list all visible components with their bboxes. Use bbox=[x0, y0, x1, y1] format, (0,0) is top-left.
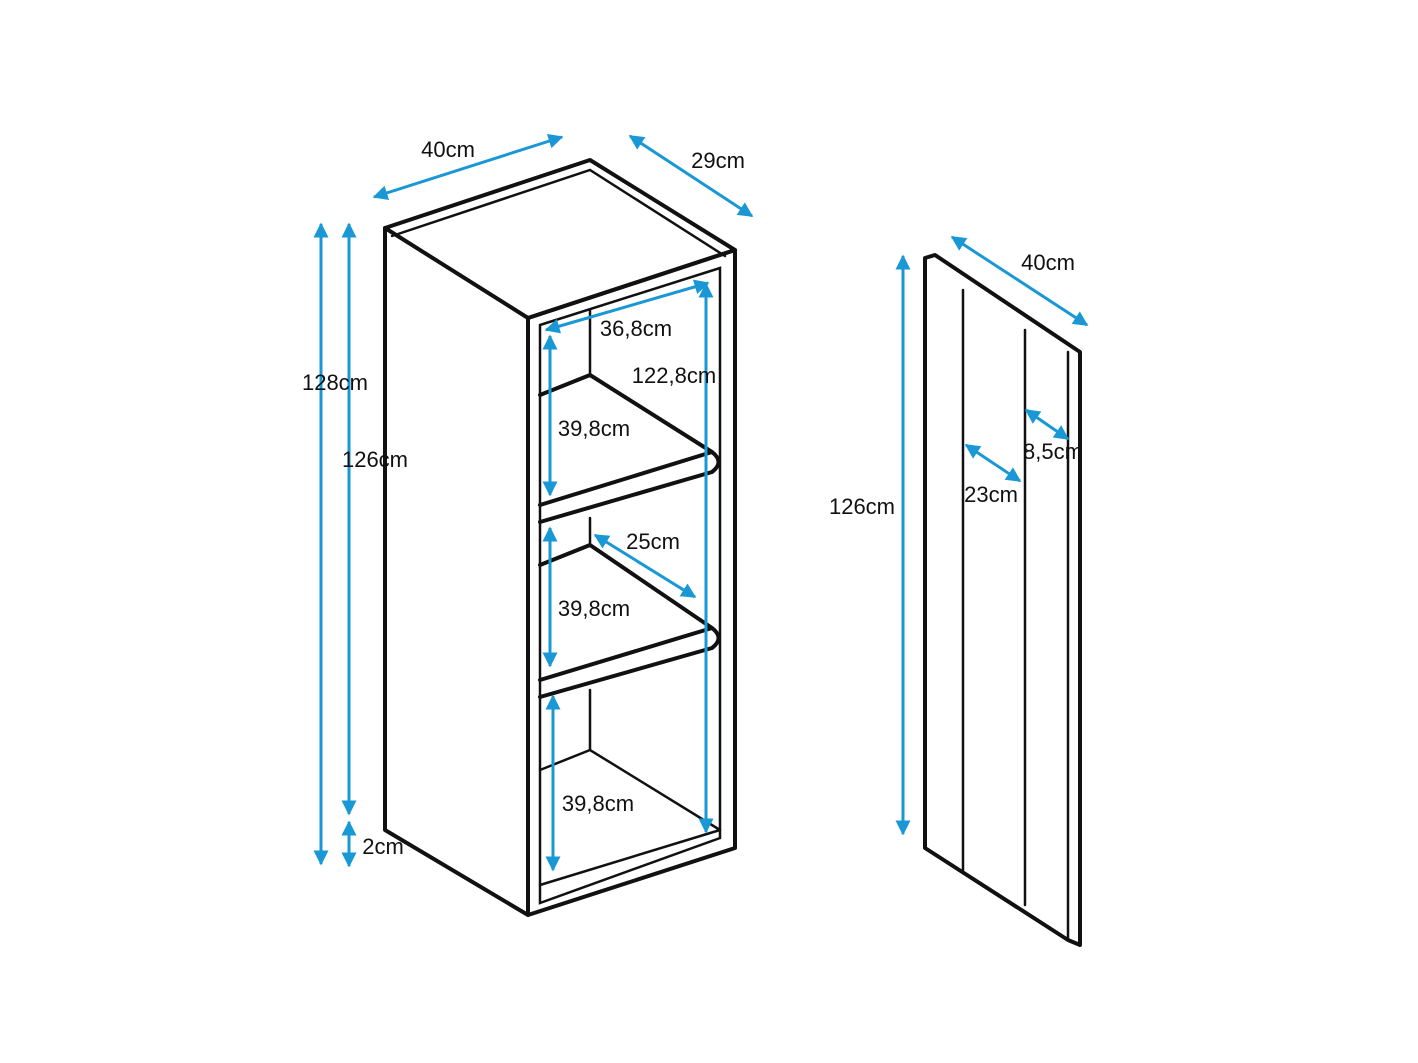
label-groove-spacing: 8,5cm bbox=[1023, 439, 1083, 464]
door-panel-drawing bbox=[923, 253, 1082, 947]
dim-width-arrow bbox=[372, 133, 564, 201]
label-width: 40cm bbox=[421, 137, 475, 162]
label-total-height: 128cm bbox=[302, 370, 368, 395]
label-shelf-depth: 25cm bbox=[626, 529, 680, 554]
cabinet-side-panel bbox=[383, 226, 530, 917]
cabinet-top-panel bbox=[383, 158, 737, 320]
label-panel-height: 126cm bbox=[829, 494, 895, 519]
label-depth: 29cm bbox=[691, 148, 745, 173]
dim-shelf-depth-arrow bbox=[593, 533, 697, 599]
cabinet-bottom bbox=[538, 748, 722, 887]
dim-panel-width-arrow bbox=[950, 235, 1089, 327]
dim-depth-arrow bbox=[628, 134, 754, 218]
label-body-height: 126cm bbox=[342, 447, 408, 472]
door-panel-outline bbox=[923, 253, 1082, 947]
label-compartment-3: 39,8cm bbox=[562, 791, 634, 816]
dimension-lines bbox=[313, 133, 1089, 872]
dim-groove-spacing-arrow bbox=[1024, 408, 1070, 441]
label-inner-height: 122,8cm bbox=[632, 363, 716, 388]
label-compartment-2: 39,8cm bbox=[558, 596, 630, 621]
label-panel-width: 40cm bbox=[1021, 250, 1075, 275]
shelf-1 bbox=[538, 373, 721, 524]
dim-groove-offset-arrow bbox=[964, 443, 1022, 483]
cabinet-top-edge bbox=[390, 168, 727, 258]
label-inner-width: 36,8cm bbox=[600, 316, 672, 341]
dimension-labels: 40cm 29cm 128cm 126cm 2cm 36,8cm 122,8cm… bbox=[302, 137, 1083, 859]
label-gap: 2cm bbox=[362, 834, 404, 859]
shelf-2 bbox=[538, 543, 721, 699]
label-groove-offset: 23cm bbox=[964, 482, 1018, 507]
dim-inner-width-arrow bbox=[544, 279, 710, 334]
cabinet-drawing bbox=[383, 158, 737, 917]
label-compartment-1: 39,8cm bbox=[558, 416, 630, 441]
